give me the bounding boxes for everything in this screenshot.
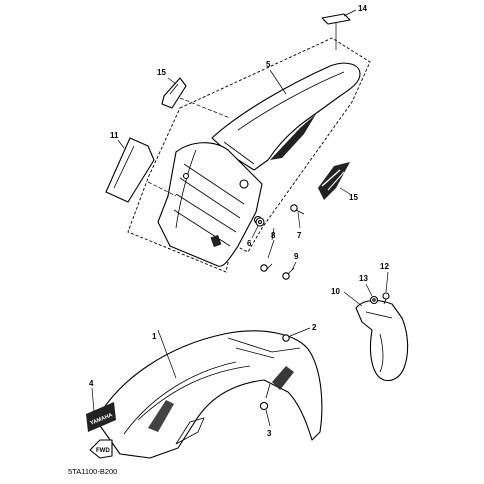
rear-flap-part-10: 10 xyxy=(331,287,409,382)
rear-fender-group xyxy=(127,37,371,273)
graphic-part-15-upper: 15 xyxy=(157,68,231,119)
label-6: 6 xyxy=(247,239,252,248)
decal-part-4: YAMAHA 4 xyxy=(86,379,116,432)
washer-part-6: 6 xyxy=(247,217,265,248)
rear-fender-part-5 xyxy=(211,62,361,171)
washer-part-13: 13 xyxy=(359,274,379,305)
label-2: 2 xyxy=(312,323,317,332)
label-14: 14 xyxy=(358,4,367,13)
label-3: 3 xyxy=(267,429,272,438)
bolt-part-9: 9 xyxy=(282,252,299,280)
side-guard-part-11: 11 xyxy=(105,131,177,203)
drawing-code: 5TA1100-B200 xyxy=(68,467,117,476)
fwd-arrow-text: FWD xyxy=(96,448,110,454)
bolt-part-2: 2 xyxy=(282,323,317,342)
label-12: 12 xyxy=(380,262,389,271)
bolt-part-3: 3 xyxy=(259,383,272,438)
label-1: 1 xyxy=(152,332,157,341)
label-5: 5 xyxy=(266,60,271,69)
graphic-part-15-lower: 15 xyxy=(318,162,358,202)
label-4: 4 xyxy=(89,379,94,388)
bolt-part-8: 8 xyxy=(260,227,276,272)
label-11: 11 xyxy=(110,131,119,140)
rear-inner-fender xyxy=(157,142,263,267)
label-9: 9 xyxy=(294,252,299,261)
label-8: 8 xyxy=(271,231,276,240)
front-fender-part-1: 1 xyxy=(95,329,323,459)
label-13: 13 xyxy=(359,274,368,283)
label-10: 10 xyxy=(331,287,340,296)
label-7: 7 xyxy=(297,231,302,240)
pad-part-14: 14 xyxy=(321,4,367,50)
screw-part-12: 12 xyxy=(380,262,390,305)
label-15-lower: 15 xyxy=(349,193,358,202)
rear-fender-group-outline xyxy=(127,37,371,273)
label-15-upper: 15 xyxy=(157,68,166,77)
bolt-part-7: 7 xyxy=(290,204,305,240)
fwd-arrow-icon: FWD xyxy=(89,439,113,459)
